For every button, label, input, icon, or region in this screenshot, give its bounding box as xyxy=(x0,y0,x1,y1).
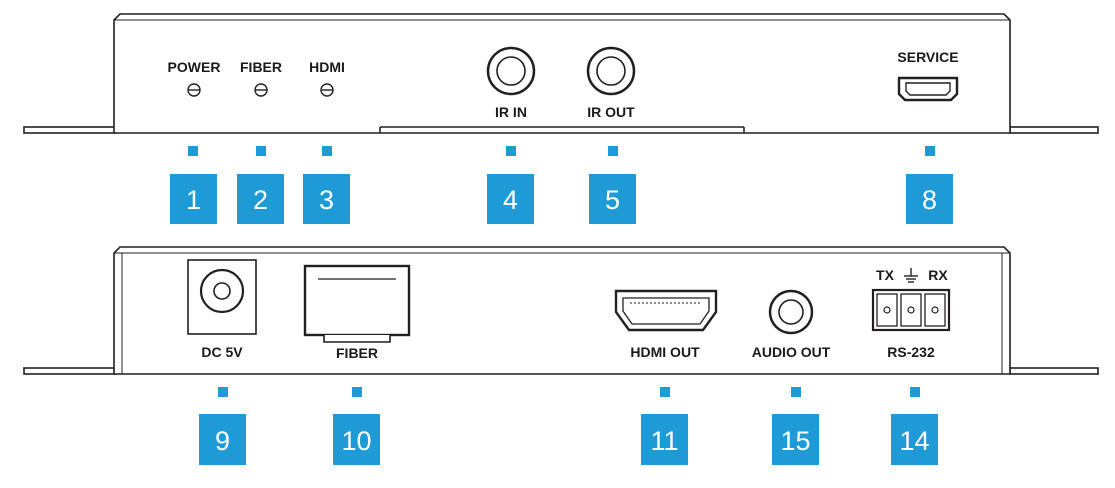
power-led-label: POWER xyxy=(168,59,221,75)
callout-2-number: 2 xyxy=(253,185,268,215)
rs232-terminal-block xyxy=(871,288,951,332)
hdmi-led xyxy=(320,83,334,97)
dc-power-jack xyxy=(187,259,257,335)
callout-4-marker xyxy=(506,146,516,156)
ir-out-jack xyxy=(586,46,636,96)
callout-3-number: 3 xyxy=(319,185,334,215)
ir-in-jack xyxy=(486,46,536,96)
rs232-label: RS-232 xyxy=(887,344,935,360)
callout-14-marker xyxy=(910,387,920,397)
callout-10-number: 10 xyxy=(341,426,371,456)
callout-2-box xyxy=(237,174,284,224)
fiber-port-label: FIBER xyxy=(336,345,378,361)
callout-5-number: 5 xyxy=(605,185,620,215)
callout-1-box xyxy=(170,174,217,224)
fiber-led xyxy=(254,83,268,97)
callout-8-box xyxy=(906,174,953,224)
power-led xyxy=(187,83,201,97)
service-usb-port xyxy=(897,76,959,102)
ir-in-label: IR IN xyxy=(495,104,527,120)
front-left-flange xyxy=(23,126,117,134)
callout-11-box xyxy=(641,414,688,465)
fiber-sfp-port xyxy=(303,264,411,343)
rear-left-flange xyxy=(23,367,117,375)
hdmi-led-label: HDMI xyxy=(309,59,345,75)
callout-9-marker xyxy=(218,387,228,397)
callout-8-number: 8 xyxy=(922,185,937,215)
callout-10-box xyxy=(333,414,380,465)
callout-11-marker xyxy=(660,387,670,397)
callout-9-box xyxy=(199,414,246,465)
fiber-led-label: FIBER xyxy=(240,59,282,75)
callout-5-box xyxy=(589,174,636,224)
front-body xyxy=(113,13,1011,133)
callout-1-marker xyxy=(188,146,198,156)
callout-9-number: 9 xyxy=(215,426,230,456)
callout-5-marker xyxy=(608,146,618,156)
callout-8-marker xyxy=(925,146,935,156)
rs232-rx-label: RX xyxy=(928,267,948,283)
callout-14-box xyxy=(891,414,938,465)
callout-4-number: 4 xyxy=(503,185,518,215)
callout-10-marker xyxy=(352,387,362,397)
front-right-flange xyxy=(1009,126,1099,134)
callout-15-number: 15 xyxy=(780,426,810,456)
audio-out-label: AUDIO OUT xyxy=(752,344,831,360)
service-label: SERVICE xyxy=(897,49,958,65)
ir-out-label: IR OUT xyxy=(587,104,635,120)
front-panel xyxy=(23,13,1099,134)
callout-14-number: 14 xyxy=(899,426,929,456)
audio-out-jack xyxy=(768,289,814,335)
rs232-tx-label: TX xyxy=(876,267,895,283)
callout-1-number: 1 xyxy=(186,185,201,215)
dc-label: DC 5V xyxy=(201,344,243,360)
hdmi-out-label: HDMI OUT xyxy=(630,344,700,360)
callout-2-marker xyxy=(256,146,266,156)
callout-15-box xyxy=(772,414,819,465)
hdmi-out-port xyxy=(614,289,718,332)
callout-11-number: 11 xyxy=(650,426,678,456)
callout-3-marker xyxy=(322,146,332,156)
rear-right-flange xyxy=(1009,367,1099,375)
ground-icon xyxy=(904,268,918,283)
callout-4-box xyxy=(487,174,534,224)
callout-3-box xyxy=(303,174,350,224)
callout-15-marker xyxy=(791,387,801,397)
